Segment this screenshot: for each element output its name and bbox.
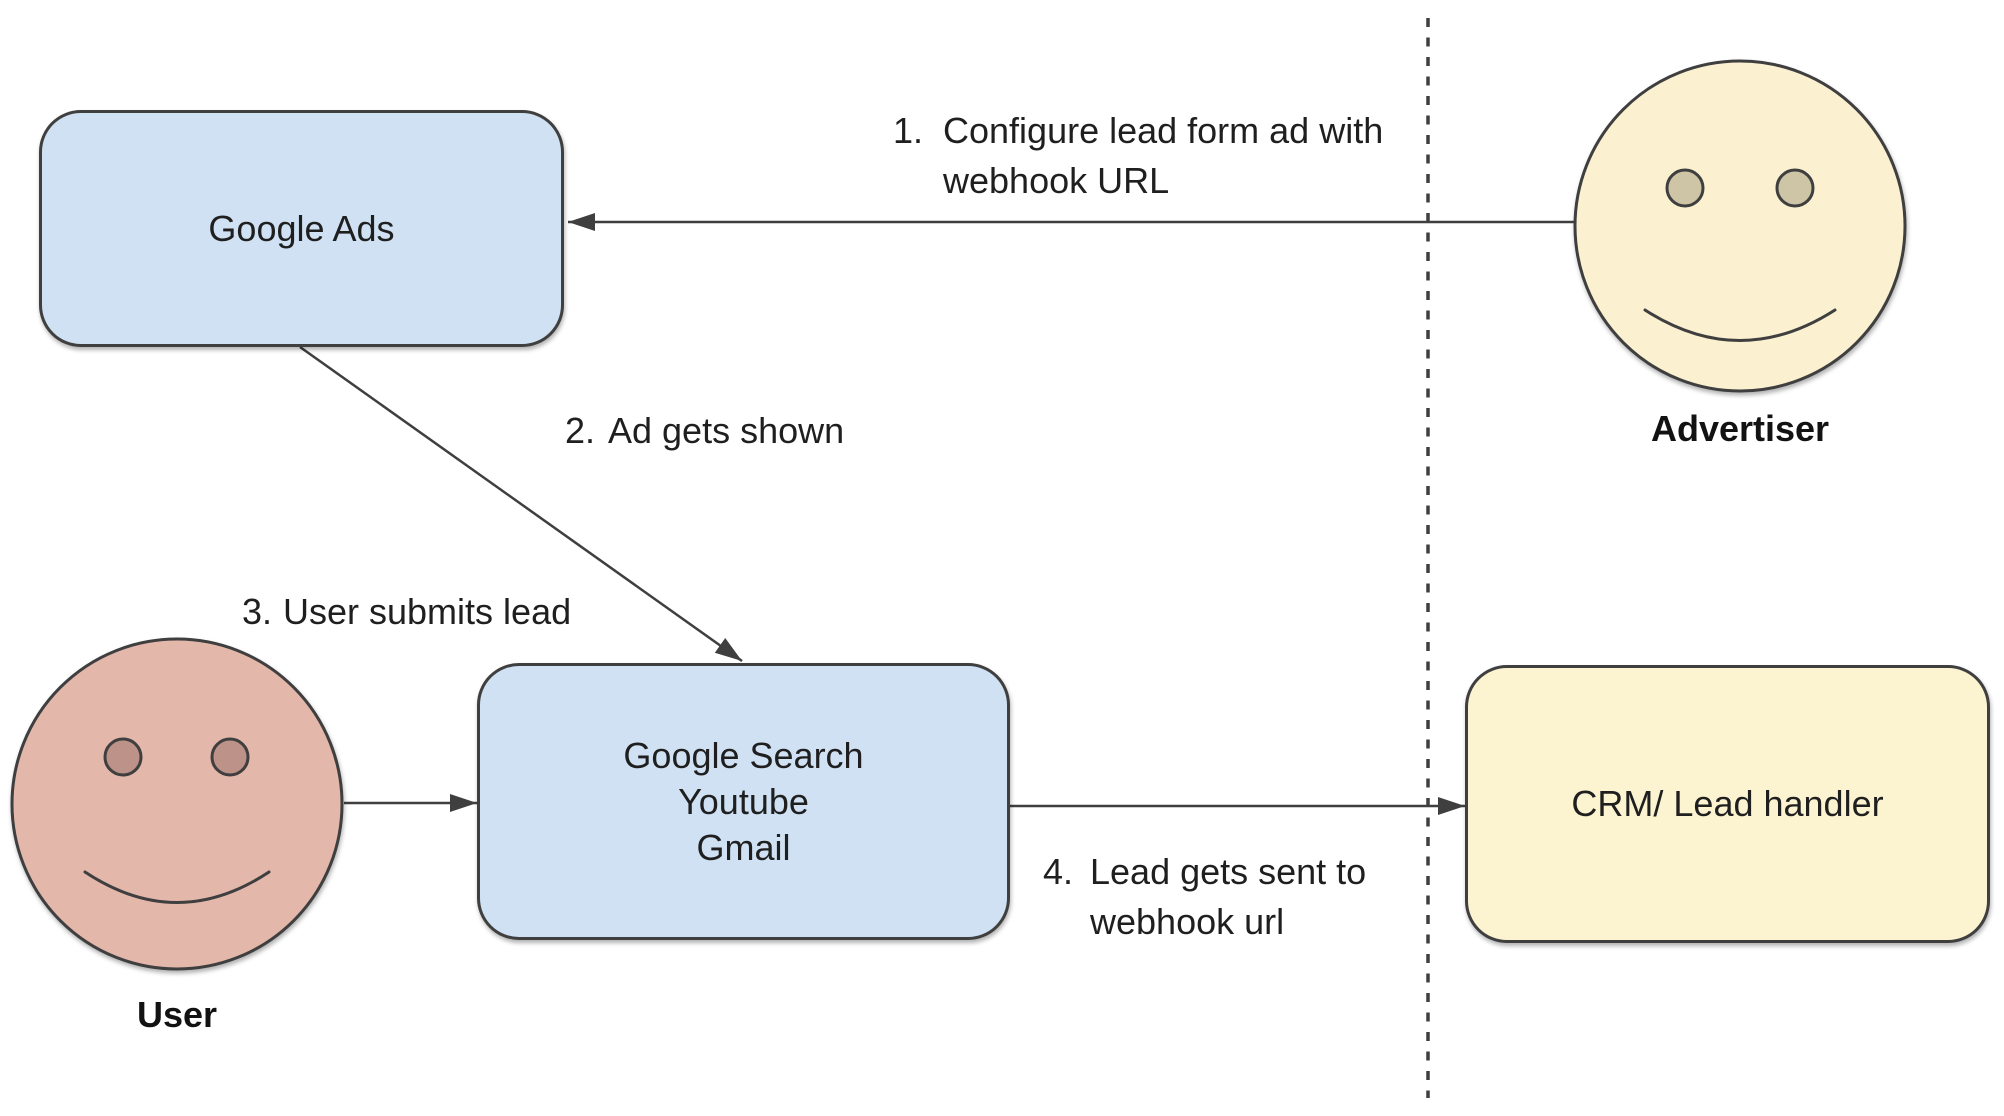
node-crm-lead-handler: CRM/ Lead handler	[1465, 665, 1990, 943]
node-google-surfaces-line-2: Youtube	[678, 780, 809, 822]
step-4-text-line-2: webhook url	[1090, 901, 1285, 942]
step-4-text-line-1: Lead gets sent to	[1090, 851, 1367, 892]
node-google-surfaces-line-3: Gmail	[696, 826, 791, 868]
advertiser-face-circle	[1573, 59, 1907, 393]
node-google-ads-label: Google Ads	[208, 207, 395, 249]
user-face-icon	[10, 637, 344, 971]
advertiser-right-eye	[1775, 168, 1815, 208]
step-1-number: 1.	[893, 110, 924, 151]
user-label: User	[136, 994, 218, 1035]
step-4-number-spacer	[1043, 897, 1090, 947]
step-1-number-spacer	[893, 156, 943, 206]
step-3-text-line-1: User submits lead	[283, 591, 572, 632]
step-4-number: 4.	[1043, 851, 1074, 892]
user-right-eye	[210, 737, 250, 777]
user-face-circle	[10, 637, 344, 971]
node-crm-label: CRM/ Lead handler	[1571, 783, 1884, 824]
advertiser-face-icon	[1573, 59, 1907, 393]
step-4-label: 4. Lead gets sent to webhook url	[1043, 847, 1366, 947]
arrow-ad-gets-shown	[299, 345, 743, 663]
step-2-number: 2.	[565, 410, 596, 451]
advertiser-left-eye	[1665, 168, 1705, 208]
step-1-label: 1. Configure lead form ad with webhook U…	[893, 106, 1383, 206]
step-1-text-line-1: Configure lead form ad with	[943, 110, 1384, 151]
step-3-label: 3. User submits lead	[242, 587, 571, 637]
step-3-number: 3.	[242, 591, 273, 632]
step-2-label: 2. Ad gets shown	[565, 406, 844, 456]
advertiser-smile	[1643, 308, 1837, 342]
advertiser-label: Advertiser	[1650, 408, 1830, 449]
node-google-ads: Google Ads	[39, 110, 564, 347]
step-2-text-line-1: Ad gets shown	[608, 410, 845, 451]
step-1-text-line-2: webhook URL	[943, 160, 1170, 201]
user-left-eye	[103, 737, 143, 777]
node-google-surfaces: Google Search Youtube Gmail	[477, 663, 1010, 940]
user-smile	[83, 870, 271, 904]
node-google-surfaces-line-1: Google Search	[623, 734, 864, 776]
